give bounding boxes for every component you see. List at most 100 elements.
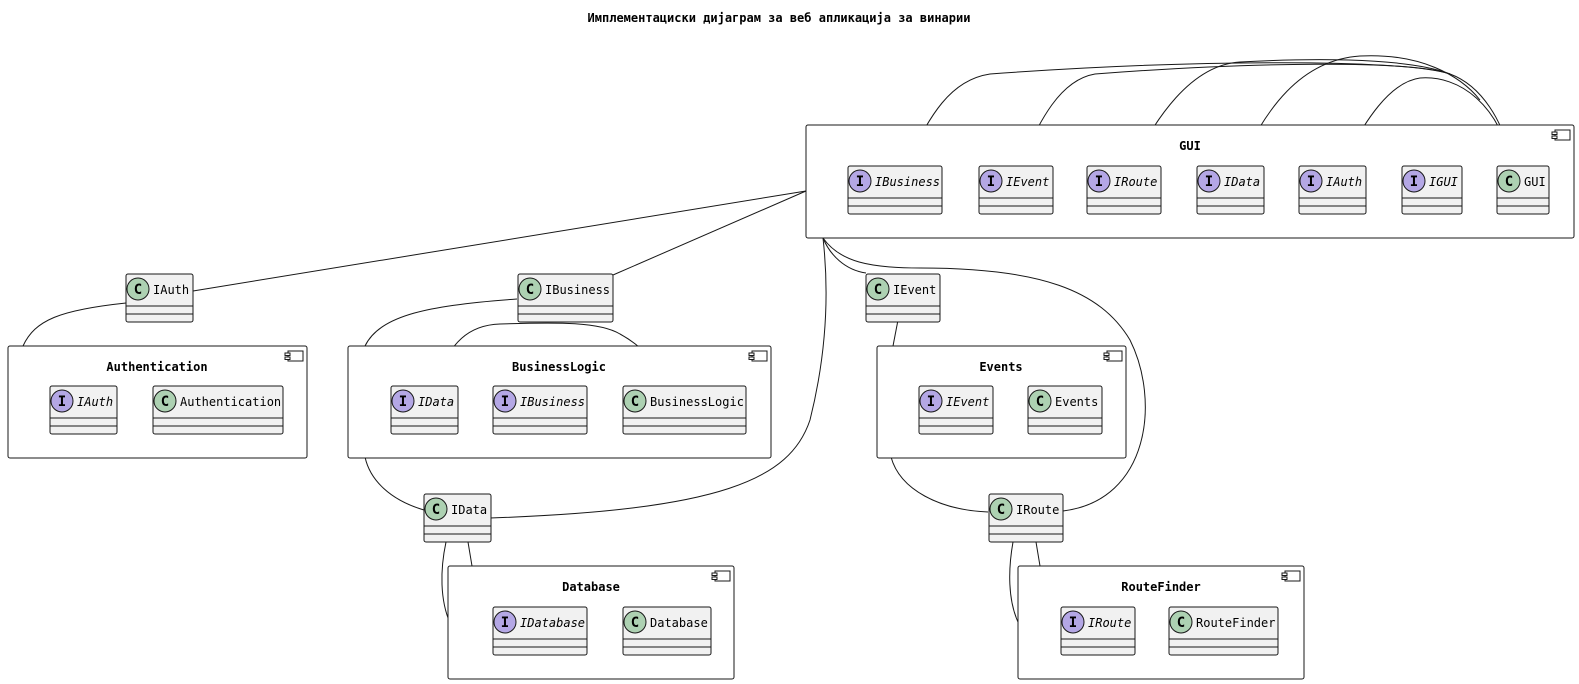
node-box <box>1168 606 1279 656</box>
badge-letter: I <box>501 394 509 410</box>
badge-letter: C <box>631 394 639 410</box>
connector-gui-c-iauth <box>192 190 807 292</box>
node-label: IEvent <box>946 395 989 409</box>
badge-letter: C <box>1036 394 1044 410</box>
connector-gui-c-idata <box>489 237 827 519</box>
class-node-gui: C GUI <box>1496 165 1550 215</box>
class-badge-icon <box>989 497 1013 521</box>
connector-gui-iroute <box>1131 59 1451 166</box>
class-badge-icon <box>1497 169 1521 193</box>
component-title: GUI <box>1179 139 1201 153</box>
node-label: IData <box>418 395 454 409</box>
badge-letter: I <box>1095 174 1103 190</box>
node-label: IData <box>451 503 487 517</box>
interface-badge-icon <box>1087 169 1111 193</box>
component-icon <box>1103 350 1123 362</box>
interface-badge-icon <box>919 389 943 413</box>
interface-node-igui: I IGUI <box>1401 165 1463 215</box>
class-badge-icon <box>623 610 647 634</box>
interface-node-ibusiness: I IBusiness <box>847 165 943 215</box>
connector-c-ibusiness-bl <box>364 298 518 347</box>
node-label: IBusiness <box>875 175 940 189</box>
component-title: Events <box>979 360 1022 374</box>
badge-letter: I <box>399 394 407 410</box>
connector-c-iauth-auth <box>22 302 127 347</box>
connector-gui-ibusiness <box>905 62 1513 168</box>
badge-letter: C <box>526 282 534 298</box>
badge-letter: I <box>1205 174 1213 190</box>
class-node-authentication: C Authentication <box>152 385 284 435</box>
class-badge-icon <box>1028 389 1052 413</box>
badge-letter: C <box>1505 174 1513 190</box>
class-node-events: C Events <box>1027 385 1103 435</box>
node-box <box>847 165 943 215</box>
interface-badge-icon <box>1061 610 1085 634</box>
class-node-ievent: C IEvent <box>865 273 941 323</box>
interface-badge-icon <box>50 389 74 413</box>
interface-node-idata: I IData <box>390 385 459 435</box>
node-label: IDatabase <box>520 616 585 630</box>
class-node-database: C Database <box>622 606 712 656</box>
component-icon <box>1281 570 1301 582</box>
component-title: BusinessLogic <box>512 360 606 374</box>
node-label: IAuth <box>153 283 189 297</box>
node-label: IBusiness <box>520 395 585 409</box>
class-badge-icon <box>866 277 890 301</box>
node-label: Authentication <box>180 395 281 409</box>
badge-letter: C <box>874 282 882 298</box>
class-node-iauth: C IAuth <box>125 273 194 323</box>
node-box <box>152 385 284 435</box>
badge-letter: I <box>856 174 864 190</box>
interface-badge-icon <box>848 169 872 193</box>
component-icon <box>748 350 768 362</box>
component-icon <box>284 350 304 362</box>
node-label: IAuth <box>1326 175 1362 189</box>
diagram-title: Имплементациски дијаграм за веб апликаци… <box>588 11 971 25</box>
node-label: IData <box>1224 175 1260 189</box>
component-icon <box>711 570 731 582</box>
interface-badge-icon <box>493 610 517 634</box>
interface-badge-icon <box>1299 169 1323 193</box>
node-label: Database <box>650 616 708 630</box>
connector-gui-c-iroute <box>822 237 1146 512</box>
interface-badge-icon <box>493 389 517 413</box>
badge-letter: I <box>1307 174 1315 190</box>
interface-badge-icon <box>979 169 1003 193</box>
interface-badge-icon <box>391 389 415 413</box>
node-label: IRoute <box>1088 616 1131 630</box>
connector-gui-c-ibusiness <box>612 190 807 276</box>
connector-c-idata-db-a <box>441 541 451 624</box>
component-title: RouteFinder <box>1121 580 1200 594</box>
badge-letter: C <box>134 282 142 298</box>
class-badge-icon <box>623 389 647 413</box>
node-label: Events <box>1055 395 1098 409</box>
connector-events-c-iroute <box>890 456 989 513</box>
node-label: IEvent <box>893 283 936 297</box>
interface-badge-icon <box>1402 169 1426 193</box>
node-box <box>622 385 747 435</box>
connector-c-idata-db-b <box>467 541 473 567</box>
class-badge-icon <box>1169 610 1193 634</box>
connector-gui-ievent <box>1019 63 1451 166</box>
interface-badge-icon <box>1197 169 1221 193</box>
node-label: GUI <box>1524 175 1546 189</box>
badge-letter: C <box>161 394 169 410</box>
node-label: IAuth <box>77 395 113 409</box>
node-label: IGUI <box>1429 175 1458 189</box>
badge-letter: C <box>1177 615 1185 631</box>
badge-letter: I <box>1410 174 1418 190</box>
badge-letter: C <box>997 502 1005 518</box>
component-title: Authentication <box>106 360 207 374</box>
badge-letter: C <box>631 615 639 631</box>
badge-letter: I <box>987 174 995 190</box>
